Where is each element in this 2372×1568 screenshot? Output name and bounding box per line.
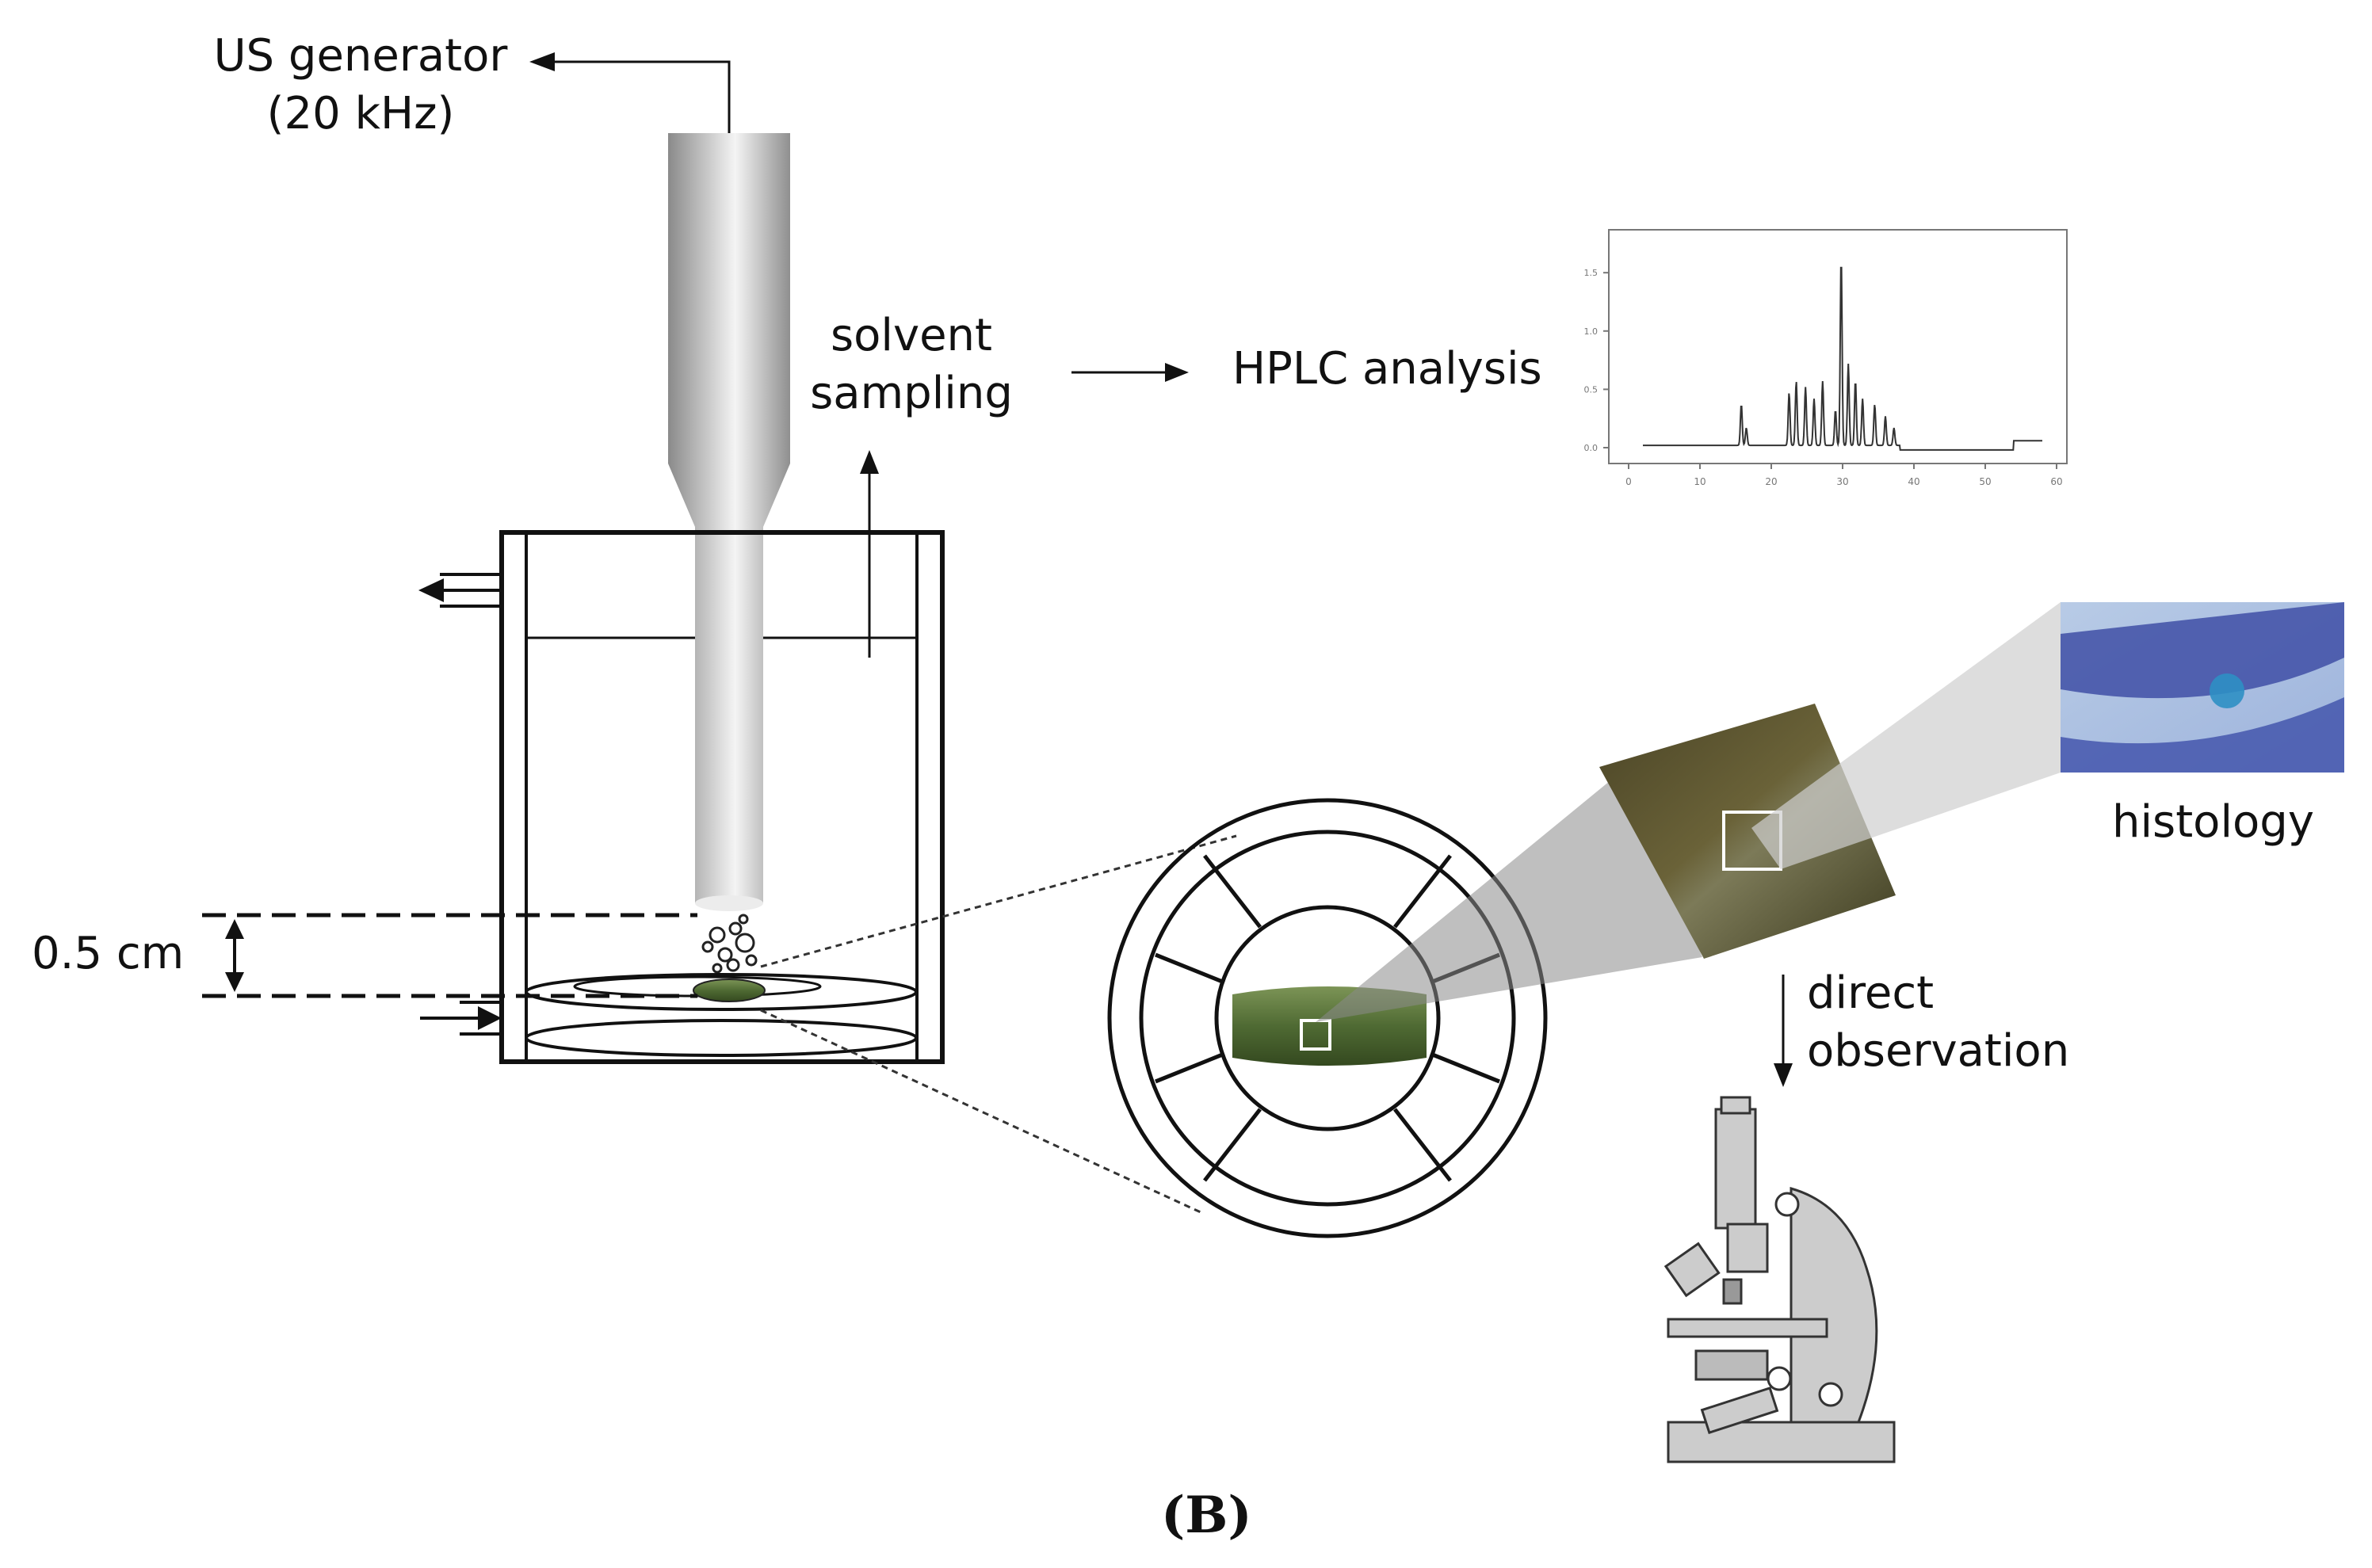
y-tick-label: 1.5 <box>1584 268 1599 278</box>
direct-observation-label: direct observation <box>1807 965 2069 1081</box>
x-tick-label: 60 <box>2050 476 2062 487</box>
magnification-cone <box>1316 770 1702 1022</box>
to-hplc-arrow <box>1071 363 1189 382</box>
direct-observation-arrow <box>1774 975 1793 1087</box>
x-tick-label: 50 <box>1979 476 1991 487</box>
distance-label: 0.5 cm <box>32 928 185 979</box>
us-generator-line1: US generator <box>213 30 508 82</box>
solvent-line1: solvent <box>830 310 993 361</box>
us-generator-arrow <box>529 52 731 133</box>
sample-holder <box>1107 798 1548 1238</box>
histology-label: histology <box>2112 796 2314 848</box>
distance-indicator <box>202 913 697 998</box>
us-generator-label: US generator (20 kHz) <box>202 28 519 143</box>
x-tick-label: 0 <box>1625 476 1632 487</box>
us-generator-line2: (20 kHz) <box>266 87 455 139</box>
x-tick-label: 30 <box>1836 476 1848 487</box>
x-tick-label: 40 <box>1908 476 1919 487</box>
histology-cone <box>1751 602 2061 869</box>
water-inlet-arrow <box>420 1001 502 1036</box>
x-tick-label: 20 <box>1765 476 1777 487</box>
y-tick-label: 0.5 <box>1584 384 1599 395</box>
direct-line2: observation <box>1807 1024 2070 1077</box>
cavitation-bubbles <box>701 914 758 974</box>
solvent-sampling-arrow <box>860 450 879 658</box>
microscope <box>1663 1096 1896 1463</box>
direct-line1: direct <box>1807 967 1935 1019</box>
chromatogram-trace <box>1643 266 2042 451</box>
solvent-sampling-label: solvent sampling <box>793 307 1030 423</box>
x-tick-label: 10 <box>1694 476 1705 487</box>
leaf-roi-box <box>1300 1019 1331 1051</box>
y-tick-label: 1.0 <box>1584 326 1599 337</box>
chart-ticks: 0 10 20 30 40 50 60 0.0 0.5 1.0 1.5 <box>1584 268 2063 487</box>
y-tick-label: 0.0 <box>1584 443 1599 453</box>
hplc-chromatogram: 0 10 20 30 40 50 60 0.0 0.5 1.0 1.5 <box>1584 229 2068 487</box>
water-outlet-arrow <box>418 573 502 608</box>
hplc-label: HPLC analysis <box>1232 343 1542 395</box>
ultrasound-probe <box>668 133 790 911</box>
leaf-sample <box>693 979 766 1002</box>
histology-image <box>2061 602 2344 773</box>
solvent-line2: sampling <box>810 367 1013 419</box>
panel-caption: (B) <box>1161 1486 1252 1545</box>
chart-frame <box>1608 229 2068 464</box>
zoom-lines <box>760 834 1237 1214</box>
